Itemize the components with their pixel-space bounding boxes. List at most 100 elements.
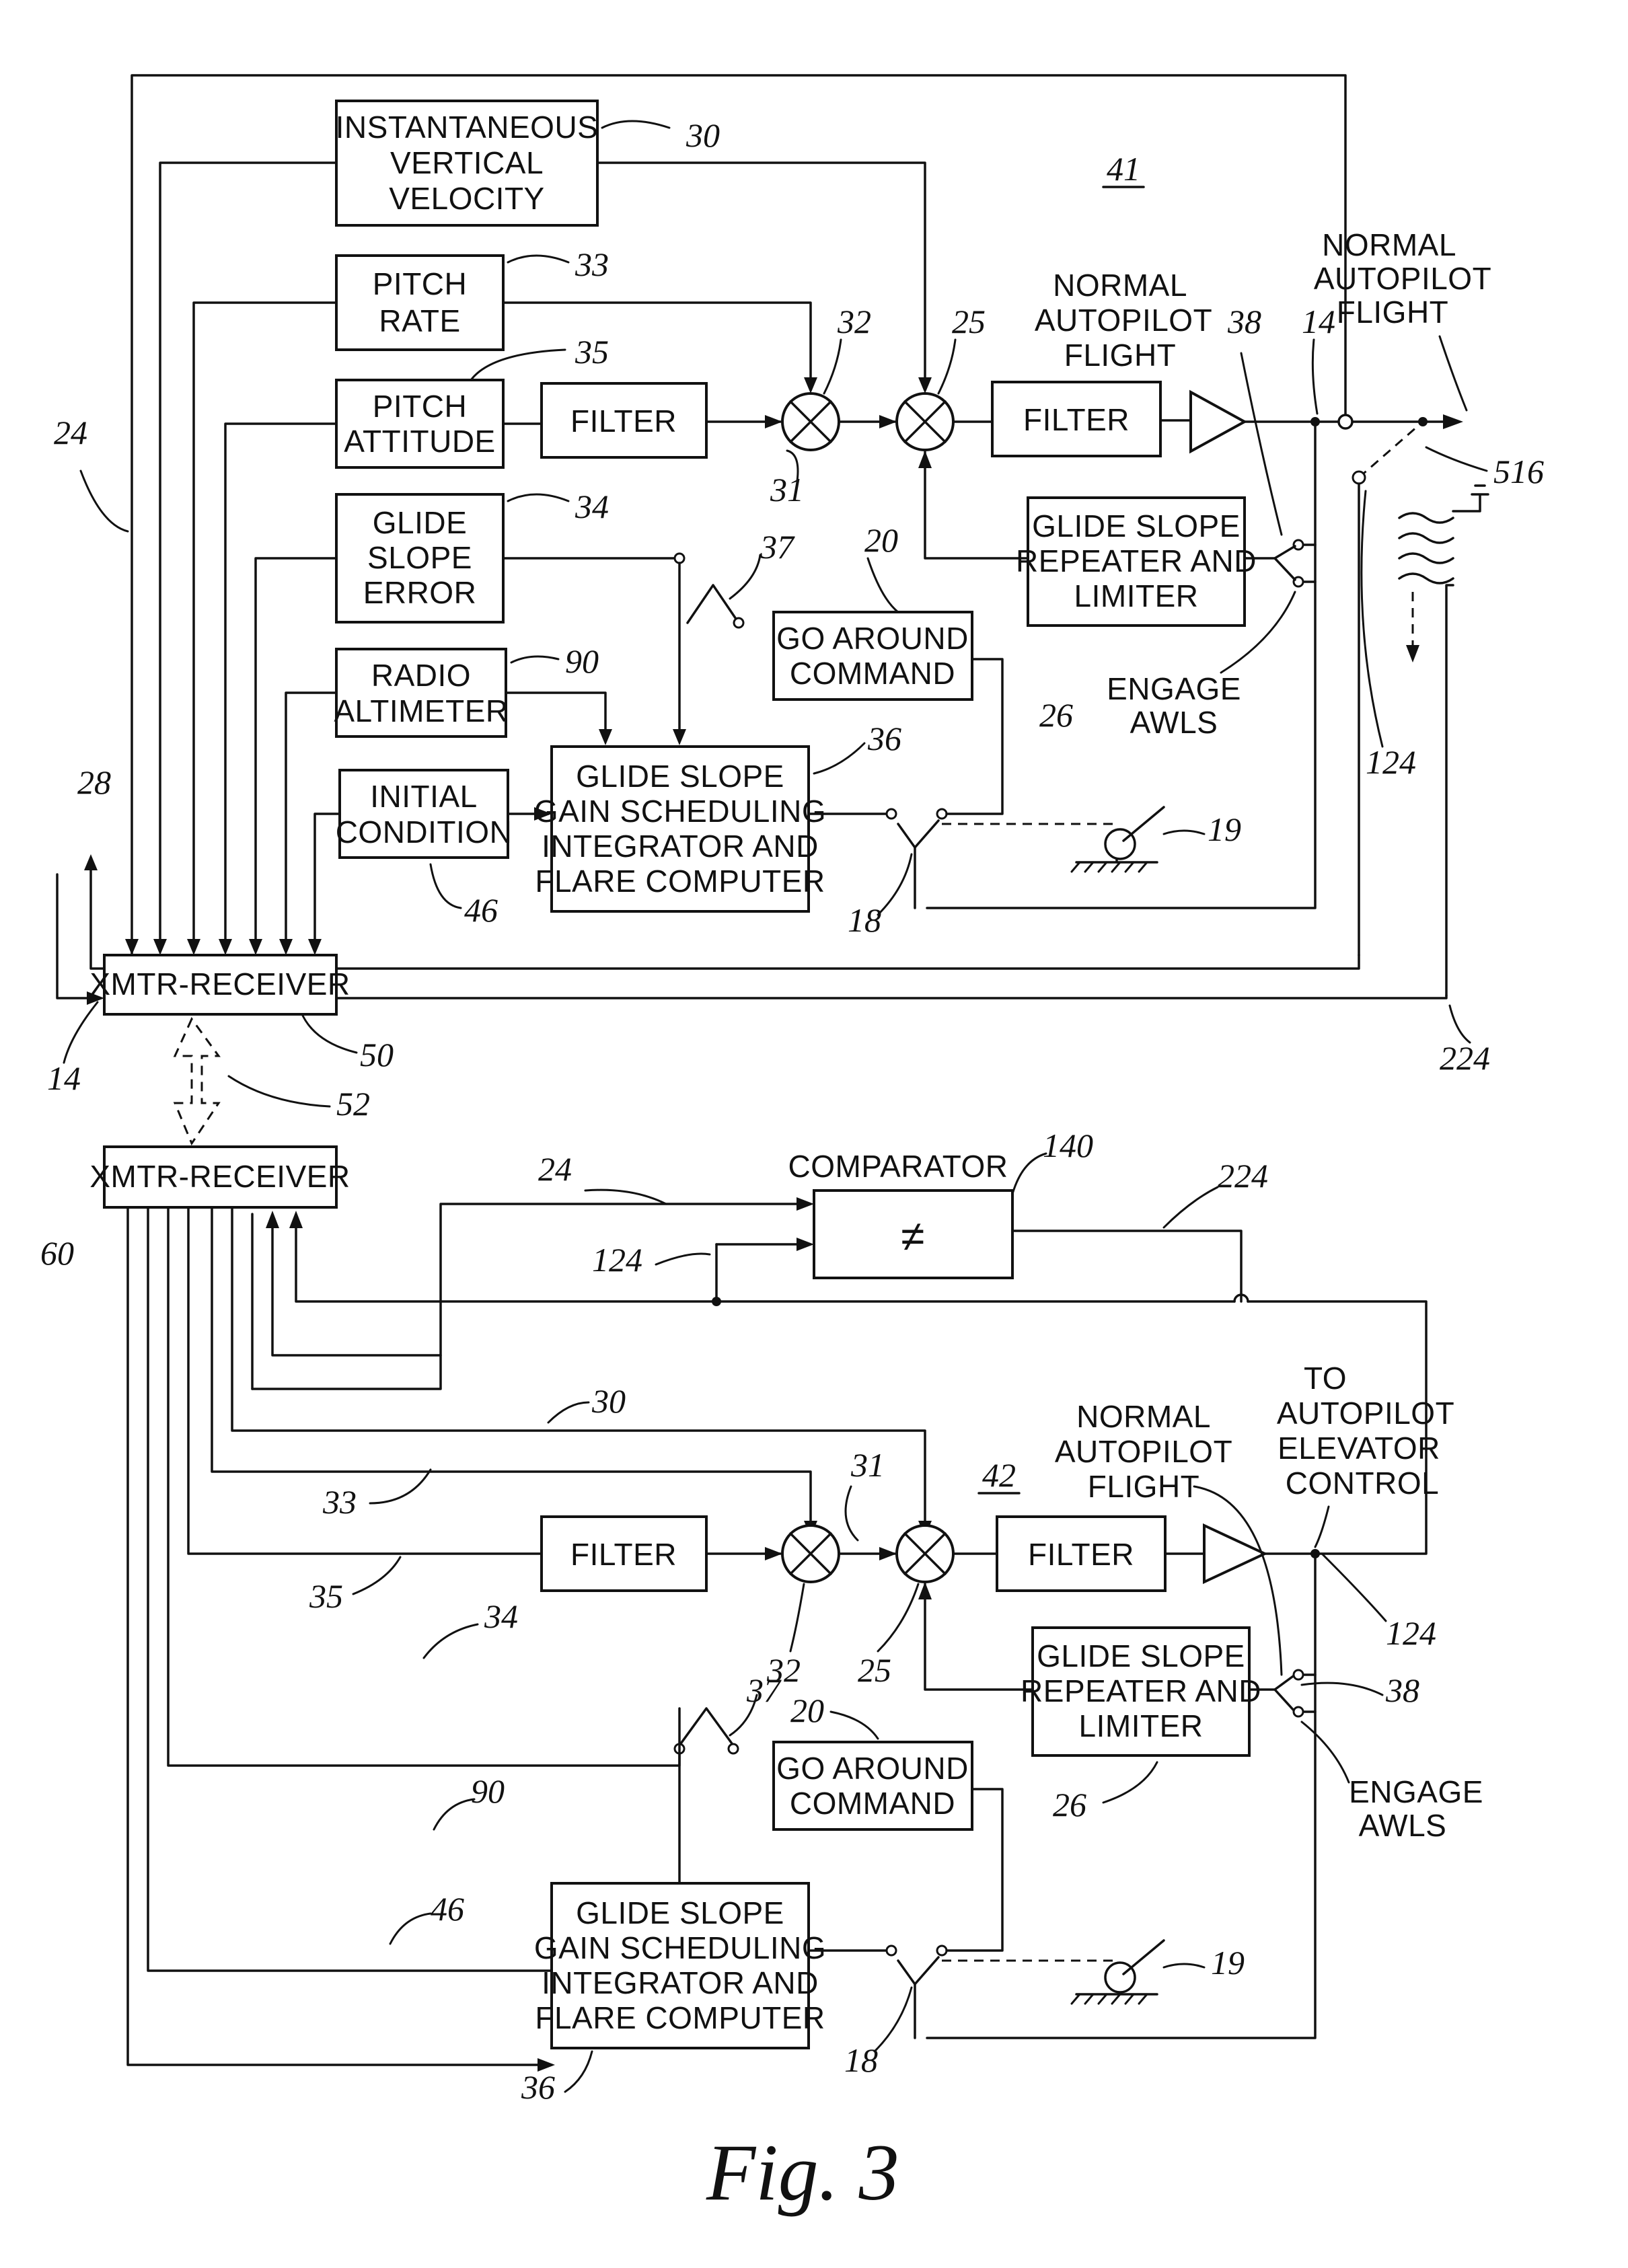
lower-naf-line2: AUTOPILOT xyxy=(1055,1434,1232,1469)
lower-gsc-line3: INTEGRATOR AND xyxy=(542,1965,819,2000)
ref-124-mid: 124 xyxy=(592,1241,642,1279)
engage-awls-lower-line2: AWLS xyxy=(1359,1808,1447,1843)
ref-14-upper: 14 xyxy=(1302,303,1335,340)
ref-20-lower: 20 xyxy=(790,1692,824,1729)
initial-condition-line2: CONDITION xyxy=(336,815,513,849)
upper-section-label: 41 xyxy=(1107,150,1140,188)
gsr-line2: REPEATER AND xyxy=(1016,543,1257,578)
comparator-title: COMPARATOR xyxy=(788,1149,1008,1184)
lower-naf-line3: FLIGHT xyxy=(1088,1469,1200,1504)
ref-35-lower: 35 xyxy=(309,1577,343,1615)
filter-a-label: FILTER xyxy=(570,404,677,439)
ref-24-upper: 24 xyxy=(54,414,87,451)
ref-38: 38 xyxy=(1227,303,1261,340)
naf-2-line2: AUTOPILOT xyxy=(1314,261,1491,296)
ref-30-lower: 30 xyxy=(591,1382,626,1420)
gsc-line2: GAIN SCHEDULING xyxy=(534,794,826,829)
lower-go-around-line1: GO AROUND xyxy=(776,1751,969,1786)
ref-24-lower: 24 xyxy=(538,1150,572,1188)
ref-224-upper: 224 xyxy=(1440,1039,1490,1077)
radio-link-52: 52 xyxy=(175,1019,370,1143)
gsc-line3: INTEGRATOR AND xyxy=(542,829,819,864)
ref-32: 32 xyxy=(837,303,871,340)
ref-50: 50 xyxy=(360,1036,394,1073)
ref-26-lower: 26 xyxy=(1053,1786,1086,1823)
ref-38-lower: 38 xyxy=(1385,1671,1419,1709)
ref-46: 46 xyxy=(464,891,498,929)
lower-gsc-line1: GLIDE SLOPE xyxy=(576,1895,784,1930)
lower-gsr-line3: LIMITER xyxy=(1079,1708,1204,1743)
ref-90-lower: 90 xyxy=(471,1772,505,1810)
ref-26: 26 xyxy=(1039,696,1073,734)
ref-33: 33 xyxy=(575,245,609,283)
figure-caption: Fig. 3 xyxy=(706,2127,899,2217)
to-autopilot-line4: CONTROL xyxy=(1286,1466,1439,1501)
ivv-line3: VELOCITY xyxy=(389,181,545,216)
lower-filter-b-label: FILTER xyxy=(1028,1537,1134,1572)
lower-naf-line1: NORMAL xyxy=(1076,1399,1211,1434)
ref-516: 516 xyxy=(1493,453,1544,490)
ref-30: 30 xyxy=(686,116,720,154)
ref-33-lower: 33 xyxy=(322,1483,357,1521)
to-autopilot-line2: AUTOPILOT xyxy=(1277,1396,1454,1431)
ref-31: 31 xyxy=(770,471,804,508)
ref-124-lower: 124 xyxy=(1386,1614,1436,1652)
naf-1-line1: NORMAL xyxy=(1053,268,1187,303)
comparator-symbol: ≠ xyxy=(901,1212,925,1260)
radio-altimeter-line2: ALTIMETER xyxy=(334,693,508,728)
ref-60: 60 xyxy=(40,1234,74,1272)
gsr-line3: LIMITER xyxy=(1074,578,1199,613)
ref-34-lower: 34 xyxy=(484,1597,518,1635)
lower-gsc-line2: GAIN SCHEDULING xyxy=(534,1930,826,1965)
ref-46-lower: 46 xyxy=(431,1890,464,1928)
ref-28: 28 xyxy=(77,763,111,801)
xmtr-60-label: XMTR-RECEIVER xyxy=(89,1159,350,1194)
amplifier-triangle xyxy=(1191,392,1245,451)
gsc-line4: FLARE COMPUTER xyxy=(535,864,825,899)
ref-31-lower: 31 xyxy=(850,1446,885,1484)
go-around-line1: GO AROUND xyxy=(776,621,969,656)
radio-altimeter-line1: RADIO xyxy=(371,658,471,693)
gsr-line1: GLIDE SLOPE xyxy=(1032,508,1241,543)
gse-line2: SLOPE xyxy=(367,540,472,575)
ref-124-upper: 124 xyxy=(1366,743,1416,781)
ref-37: 37 xyxy=(760,528,795,566)
lower-gsr-line2: REPEATER AND xyxy=(1021,1673,1261,1708)
lower-gsr-line1: GLIDE SLOPE xyxy=(1037,1638,1245,1673)
naf-1-line3: FLIGHT xyxy=(1064,338,1177,373)
ref-25: 25 xyxy=(952,303,986,340)
lower-amplifier-triangle xyxy=(1204,1525,1265,1582)
ref-14-lower-left: 14 xyxy=(47,1059,81,1097)
naf-1-line2: AUTOPILOT xyxy=(1035,303,1212,338)
gse-line1: GLIDE xyxy=(373,505,468,540)
engage-awls-upper-line1: ENGAGE xyxy=(1107,671,1241,706)
lower-filter-a-label: FILTER xyxy=(570,1537,677,1572)
lower-go-around-line2: COMMAND xyxy=(790,1786,955,1821)
ref-19-lower: 19 xyxy=(1211,1944,1245,1981)
pitch-attitude-line1: PITCH xyxy=(373,389,468,424)
ref-20: 20 xyxy=(864,521,898,559)
naf-2-line1: NORMAL xyxy=(1322,227,1456,262)
ref-224-lower: 224 xyxy=(1218,1157,1268,1195)
lower-gsc-line4: FLARE COMPUTER xyxy=(535,2000,825,2035)
initial-condition-line1: INITIAL xyxy=(370,779,477,814)
ref-18-upper: 18 xyxy=(848,901,881,939)
lower-system-42: XMTR-RECEIVER COMPARATOR ≠ xyxy=(40,1127,1483,2106)
to-autopilot-line1: TO xyxy=(1304,1361,1347,1396)
engage-awls-lower-line1: ENGAGE xyxy=(1349,1774,1483,1809)
go-around-line2: COMMAND xyxy=(790,656,955,691)
ref-52: 52 xyxy=(336,1085,370,1123)
upper-system-41: INSTANTANEOUS VERTICAL VELOCITY PITCH RA… xyxy=(47,75,1544,1097)
lower-section-label: 42 xyxy=(982,1456,1016,1494)
gsc-line1: GLIDE SLOPE xyxy=(576,759,784,794)
xmtr-50-label: XMTR-RECEIVER xyxy=(89,967,350,1001)
engage-awls-upper-line2: AWLS xyxy=(1130,705,1218,740)
pitch-rate-line1: PITCH xyxy=(373,266,468,301)
ref-36-lower: 36 xyxy=(521,2068,555,2106)
to-autopilot-line3: ELEVATOR xyxy=(1278,1431,1440,1466)
naf-2-line3: FLIGHT xyxy=(1337,295,1449,330)
gse-line3: ERROR xyxy=(363,575,477,610)
ivv-line2: VERTICAL xyxy=(390,145,544,180)
